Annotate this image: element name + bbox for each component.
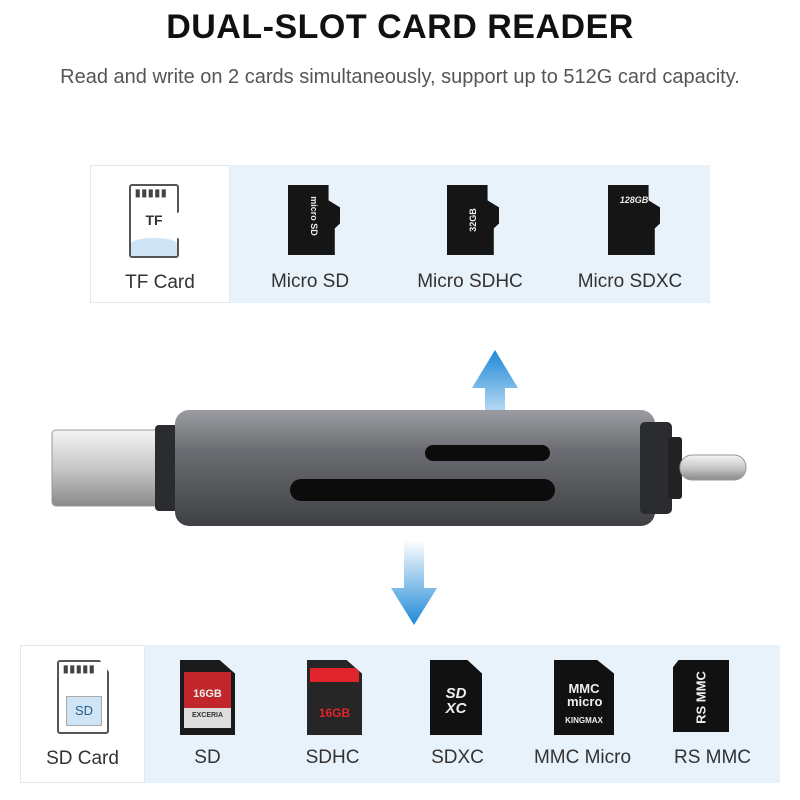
mmc-micro-label: MMC Micro [533,747,632,768]
sd-item: 16GB EXCERIA SD [145,645,270,783]
sdhc-item: 16GB SDHC [270,645,395,783]
micro-sd-card-image: micro SD [288,185,340,255]
sd-slot [290,479,555,501]
micro-sdhc-card-image: 32GB [447,185,499,255]
page-title: DUAL-SLOT CARD READER [166,8,634,46]
sdhc-label: SDHC [305,747,360,768]
microsd-slot [425,445,550,461]
tf-card-icon: ▮▮▮▮▮ TF [129,184,179,258]
micro-sdxc-label: Micro SDXC [577,271,683,292]
sd-card-label: SD Card [46,748,119,769]
micro-sdhc-label: Micro SDHC [417,271,523,292]
micro-sd-label: Micro SD [270,271,350,292]
tf-card-label: TF Card [125,272,195,293]
rs-mmc-card-image: RS MMC [673,660,729,732]
usb-c-cap [640,422,672,514]
upload-arrow-icon [472,350,518,440]
micro-sdxc-card-image: 128GB [608,185,660,255]
micro-sd-item: micro SD Micro SD [230,165,390,303]
micro-sdhc-item: 32GB Micro SDHC [390,165,550,303]
sd-card-header: ▮▮▮▮▮ SD SD Card [20,645,145,783]
download-arrow-icon [391,540,437,625]
page-subtitle: Read and write on 2 cards simultaneously… [60,66,740,88]
tf-card-panel: ▮▮▮▮▮ TF TF Card micro SD Micro SD 32GB … [90,165,710,303]
micro-sdxc-item: 128GB Micro SDXC [550,165,710,303]
rs-mmc-label: RS MMC [673,747,752,768]
mmc-micro-item: MMC micro KINGMAX MMC Micro [520,645,645,783]
sd-label: SD [194,747,221,768]
sdxc-label: SDXC [431,747,484,768]
sd-card-panel: ▮▮▮▮▮ SD SD Card 16GB EXCERIA SD 16GB SD… [20,645,780,783]
card-reader-device [51,350,747,625]
sdxc-card-image: SD XC [430,660,482,735]
sdxc-item: SD XC SDXC [395,645,520,783]
sdhc-card-image: 16GB [307,660,362,735]
tf-card-header: ▮▮▮▮▮ TF TF Card [90,165,230,303]
reader-body [175,410,655,526]
usb-c-connector [679,454,747,481]
mmc-micro-card-image: MMC micro KINGMAX [554,660,614,735]
sd-card-icon: ▮▮▮▮▮ SD [57,660,109,734]
usb-a-cap [155,425,180,511]
sd-card-image: 16GB EXCERIA [180,660,235,735]
usb-a-connector [51,429,163,507]
rs-mmc-item: RS MMC RS MMC [645,645,780,783]
